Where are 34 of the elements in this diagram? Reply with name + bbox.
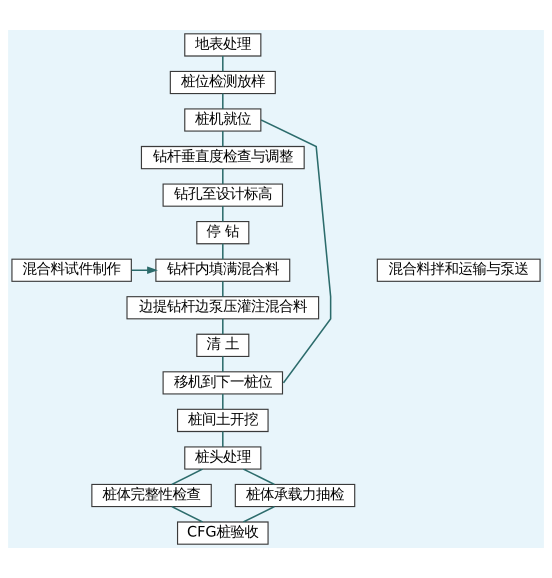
node-box: 桩体完整性检查 bbox=[91, 484, 212, 508]
node-box: 桩机就位 bbox=[184, 108, 262, 132]
connector bbox=[222, 394, 224, 410]
connector bbox=[222, 432, 224, 447]
node-box: 桩体承载力抽检 bbox=[234, 484, 356, 508]
arrow bbox=[132, 266, 158, 274]
node-box: 钻杆内填满混合料 bbox=[155, 258, 290, 282]
connector bbox=[171, 468, 203, 486]
connector bbox=[222, 94, 224, 109]
node-box: 清 土 bbox=[196, 334, 250, 357]
connector bbox=[222, 244, 224, 259]
node-box: 混合料试件制作 bbox=[11, 258, 132, 282]
node-box: 钻杆垂直度检查与调整 bbox=[140, 146, 305, 170]
node-box: 桩位检测放样 bbox=[170, 70, 276, 94]
node-box: 停 钻 bbox=[196, 221, 250, 244]
connector bbox=[222, 281, 224, 297]
connector bbox=[222, 206, 224, 222]
connector bbox=[171, 506, 203, 523]
connector bbox=[242, 468, 275, 486]
connector bbox=[222, 168, 224, 184]
node-box: 桩头处理 bbox=[184, 446, 262, 470]
connector bbox=[222, 318, 224, 334]
connector bbox=[243, 506, 275, 523]
connector bbox=[222, 56, 224, 72]
connector bbox=[222, 356, 224, 372]
node-box: 混合料拌和运输与泵送 bbox=[376, 258, 541, 282]
node-box: 桩间土开挖 bbox=[176, 408, 269, 432]
connector bbox=[222, 131, 224, 146]
connector bbox=[260, 119, 332, 384]
node-box: 钻孔至设计标高 bbox=[162, 183, 284, 207]
node-box: 移机到下一桩位 bbox=[162, 371, 284, 395]
node-box: 边提钻杆边泵压灌注混合料 bbox=[126, 296, 320, 320]
node-box: CFG桩验收 bbox=[176, 521, 269, 545]
node-box: 地表处理 bbox=[184, 33, 262, 57]
